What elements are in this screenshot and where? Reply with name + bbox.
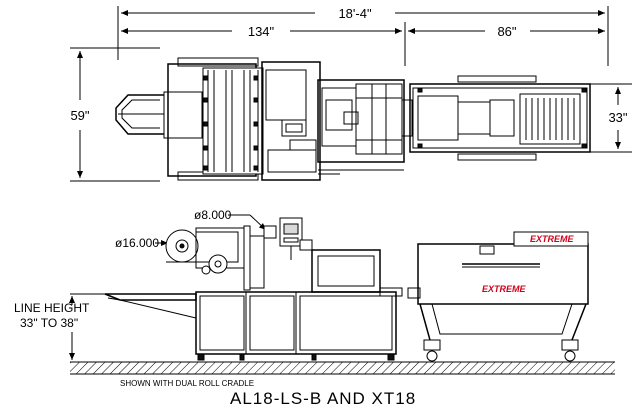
left-length-label: 134" (248, 24, 275, 39)
roll-large-label: ø16.000 (115, 236, 159, 250)
line-height-label: LINE HEIGHT (14, 301, 90, 315)
floor-line (70, 361, 615, 375)
tunnel-brand-side: EXTREME (482, 284, 527, 294)
tunnel-brand-top: EXTREME (530, 234, 575, 244)
line-height-range: 33" TO 38" (20, 316, 78, 330)
left-width-label: 59" (70, 108, 89, 123)
tunnel-side-view: EXTREME EXTREME (407, 231, 589, 362)
overall-length-label: 18'-4" (338, 6, 372, 21)
right-length-label: 86" (497, 24, 516, 39)
film-rollers (203, 70, 259, 172)
right-width-label: 33" (608, 110, 627, 125)
roll-small-label: ø8.000 (194, 208, 232, 222)
top-dimensions: 18'-4" 134" 86" 59" 33" (70, 6, 632, 182)
footer-note: SHOWN WITH DUAL ROLL CRADLE (120, 379, 254, 388)
small-film-roll (208, 254, 228, 274)
line-height-callout: LINE HEIGHT 33" TO 38" (14, 293, 108, 360)
sealer-side-view: ø8.000 ø16.000 (104, 208, 403, 361)
model-title: AL18-LS-B AND XT18 (230, 389, 416, 408)
sealer-top-view (115, 57, 405, 181)
tunnel-top-view (401, 75, 591, 161)
tunnel-vent-grille (519, 93, 581, 145)
